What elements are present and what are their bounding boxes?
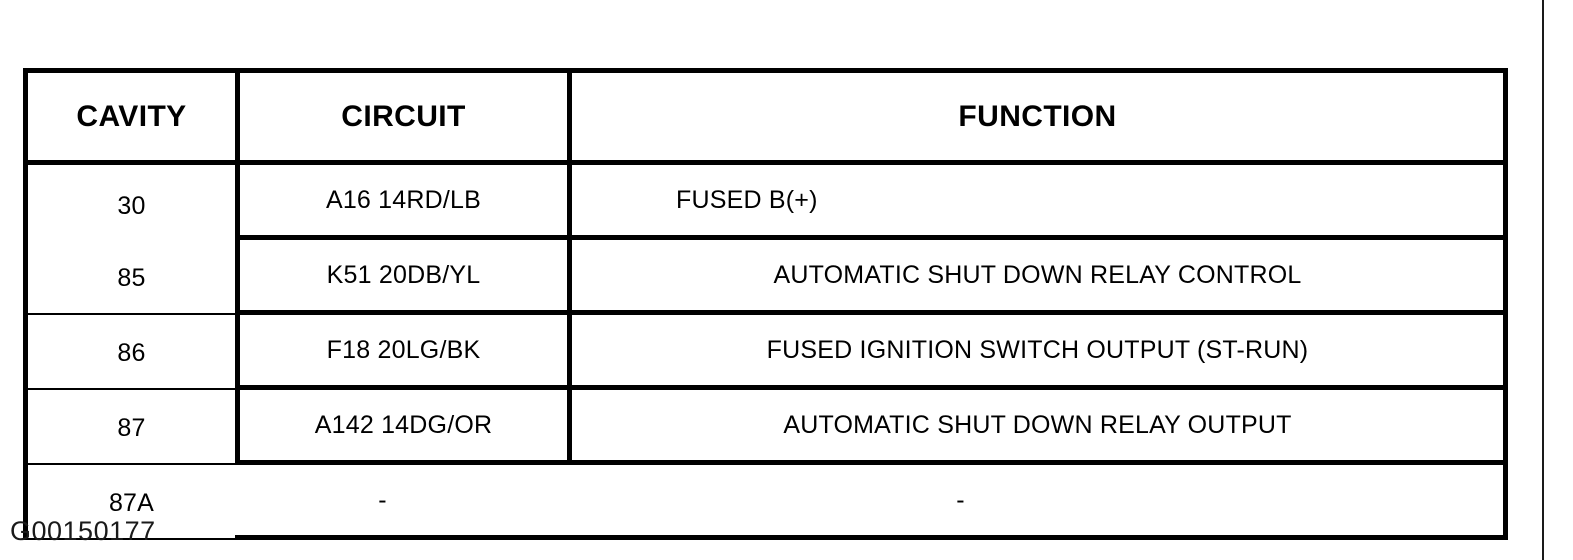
- cell-circuit: F18 20LG/BK: [235, 310, 572, 390]
- cell-cavity: 87A: [23, 463, 240, 543]
- cell-function: AUTOMATIC SHUT DOWN RELAY CONTROL: [567, 235, 1508, 315]
- cell-function: FUSED B(+): [567, 160, 1508, 240]
- cell-cavity: 85: [23, 238, 240, 318]
- cell-cavity: 86: [23, 313, 240, 393]
- cell-circuit: K51 20DB/YL: [235, 235, 572, 315]
- page-edge-rule: [1542, 0, 1544, 560]
- cell-function: -: [490, 460, 1431, 540]
- figure-id-caption: G00150177: [10, 516, 156, 546]
- relay-terminal-table: CAVITY CIRCUIT FUNCTION 30 A16 14RD/LB F…: [23, 68, 1508, 543]
- cell-circuit: A142 14DG/OR: [235, 385, 572, 465]
- cell-function: AUTOMATIC SHUT DOWN RELAY OUTPUT: [567, 385, 1508, 465]
- table-header-row: CAVITY CIRCUIT FUNCTION: [23, 68, 1508, 165]
- table-row: 86 F18 20LG/BK FUSED IGNITION SWITCH OUT…: [23, 310, 1508, 393]
- cell-cavity: 87: [23, 388, 240, 468]
- table-row: 30 A16 14RD/LB FUSED B(+): [23, 160, 1508, 246]
- cell-cavity: 30: [23, 166, 240, 246]
- column-header-function: FUNCTION: [567, 68, 1508, 165]
- cell-function: FUSED IGNITION SWITCH OUTPUT (ST-RUN): [567, 310, 1508, 390]
- table-row: 85 K51 20DB/YL AUTOMATIC SHUT DOWN RELAY…: [23, 235, 1508, 318]
- cell-circuit: A16 14RD/LB: [235, 160, 572, 240]
- column-header-circuit: CIRCUIT: [235, 68, 572, 165]
- column-header-cavity: CAVITY: [23, 68, 240, 165]
- table-row: 87A - -: [23, 460, 1506, 543]
- table-row: 87 A142 14DG/OR AUTOMATIC SHUT DOWN RELA…: [23, 385, 1508, 468]
